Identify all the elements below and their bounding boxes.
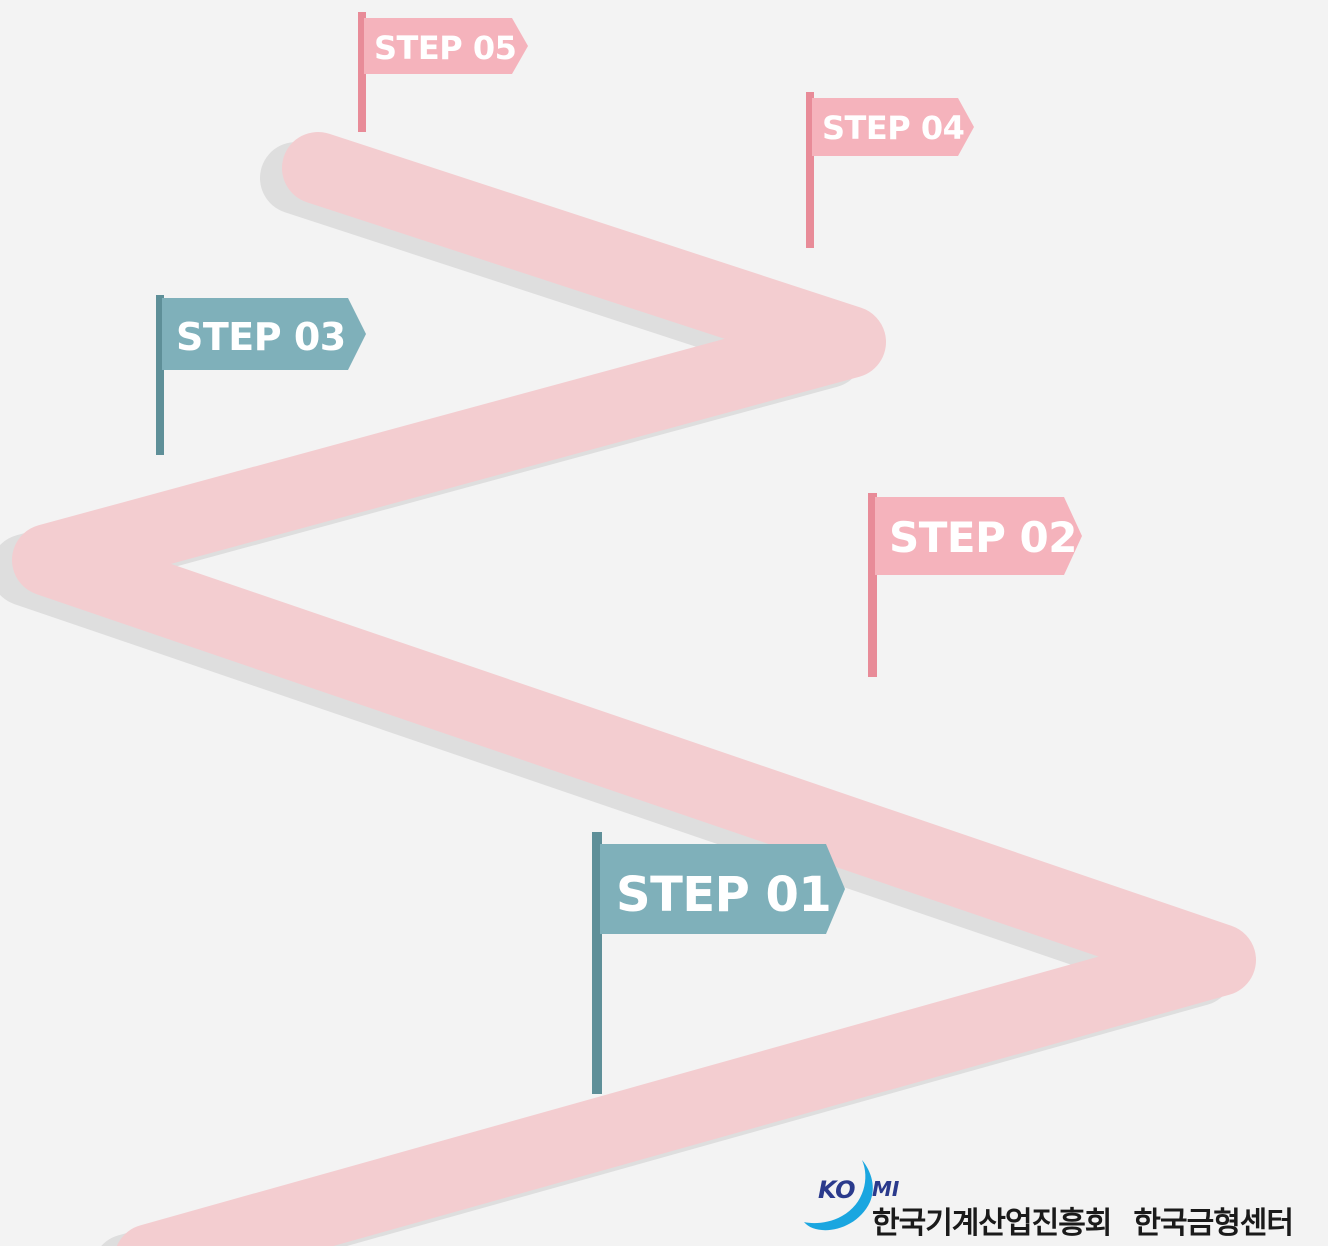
step-02-flag: STEP 02 bbox=[868, 493, 1082, 677]
center-name: 한국금형센터 bbox=[1133, 1206, 1294, 1241]
step-05-flag: STEP 05 bbox=[358, 12, 528, 132]
org-name: 한국기계산업진흥회 bbox=[872, 1206, 1112, 1241]
step-03-pole bbox=[156, 295, 164, 455]
step-04-pole bbox=[806, 92, 814, 248]
organization-names: 한국기계산업진흥회 한국금형센터 bbox=[872, 1198, 1294, 1242]
logo-text-ko: KO bbox=[818, 1176, 855, 1204]
step-04-label: STEP 04 bbox=[822, 109, 964, 147]
road-path bbox=[12, 132, 1256, 1246]
step-01-flag: STEP 01 bbox=[592, 832, 845, 1094]
step-02-banner bbox=[875, 497, 1082, 575]
step-05-banner bbox=[364, 18, 528, 74]
logo-text-mi: MI bbox=[872, 1177, 900, 1201]
step-05-label: STEP 05 bbox=[374, 29, 516, 67]
step-02-pole bbox=[868, 493, 877, 677]
step-04-banner bbox=[812, 98, 974, 156]
step-03-banner bbox=[162, 298, 366, 370]
step-01-pole bbox=[592, 832, 602, 1094]
step-01-label: STEP 01 bbox=[616, 867, 831, 923]
komi-logo-icon: KO MI bbox=[804, 1160, 900, 1231]
logo-swoosh bbox=[804, 1160, 873, 1231]
step-01-banner bbox=[600, 844, 845, 934]
step-03-flag: STEP 03 bbox=[156, 295, 366, 455]
step-04-flag: STEP 04 bbox=[806, 92, 974, 248]
step-03-label: STEP 03 bbox=[176, 315, 346, 359]
step-05-pole bbox=[358, 12, 366, 132]
step-02-label: STEP 02 bbox=[889, 513, 1077, 562]
organization-logo: KO MI 한국기계산업진흥회 한국금형센터 bbox=[796, 1152, 1328, 1246]
